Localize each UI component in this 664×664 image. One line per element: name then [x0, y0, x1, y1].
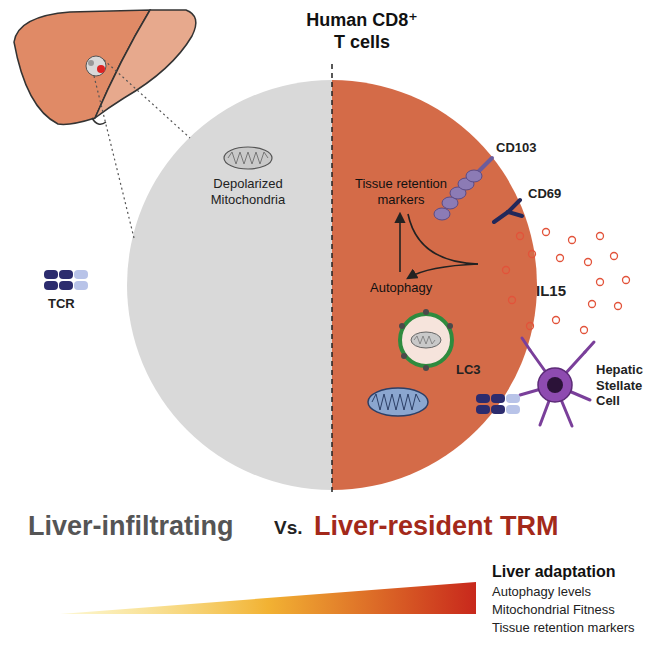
- autophagosome: [399, 309, 453, 371]
- axis-title: Liver adaptation: [492, 562, 616, 581]
- lc3-label: LC3: [456, 362, 481, 378]
- node-text: Autophagy: [370, 280, 450, 296]
- tcr-symbol: [476, 394, 520, 414]
- gradient-wedge: [60, 582, 476, 614]
- versus-label: Vs.: [274, 517, 303, 540]
- axis-item: Mitochondrial Fitness: [492, 602, 615, 618]
- marker-label: CD103: [496, 140, 536, 156]
- diagram-title: Human CD8⁺ T cells: [300, 10, 424, 53]
- tcr-symbol: [44, 270, 88, 290]
- cytokine-label: IL15: [536, 282, 566, 300]
- half-circle-shape: [127, 80, 332, 490]
- trend-arrows: [400, 214, 478, 278]
- mitochondrion: [224, 147, 272, 169]
- marker-label: CD69: [528, 186, 561, 202]
- axis-item: Tissue retention markers: [492, 620, 635, 636]
- group-label: Liver-infiltrating: [28, 510, 234, 542]
- node-text: Tissue retention markers: [346, 176, 456, 207]
- mitochondrion: [368, 388, 428, 416]
- leader-line: [104, 60, 190, 138]
- stellate-cell: [520, 338, 594, 426]
- cd103-beads: [434, 170, 482, 220]
- axis-item: Autophagy levels: [492, 584, 591, 600]
- group-label: Liver-resident TRM: [314, 510, 559, 542]
- liver-icon: [14, 10, 196, 124]
- leader-line: [94, 76, 134, 238]
- tcr-label: TCR: [48, 296, 75, 312]
- cell-label: Hepatic Stellate Cell: [596, 362, 660, 409]
- node-text: Depolarized Mitochondria: [191, 176, 305, 207]
- half-circle: Depolarized Mitochondria: [127, 80, 332, 490]
